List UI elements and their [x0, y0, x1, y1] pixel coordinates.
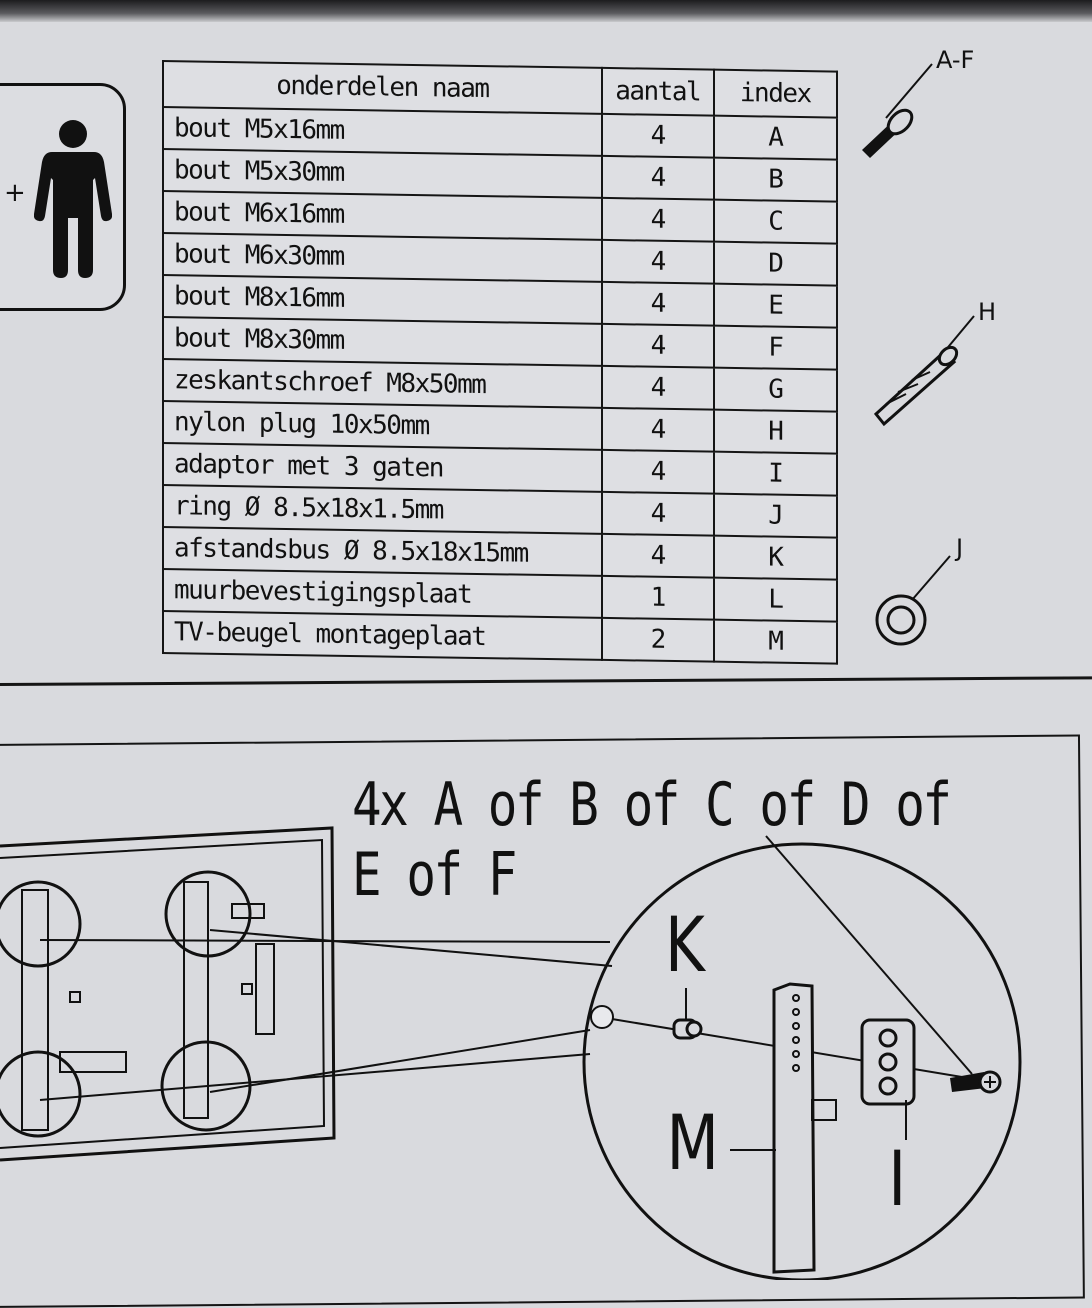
wall-plug-icon [873, 315, 975, 427]
assembly-step-title: 4x A of B of C of D of E of F [352, 770, 952, 910]
detail-magnifier-circle [582, 842, 1022, 1280]
bolt-icon [950, 1070, 1002, 1094]
person-icon [34, 120, 112, 278]
label-k: K [664, 900, 705, 989]
callout-label-af: A-F [936, 46, 975, 74]
illustration-layer [0, 63, 1022, 1280]
spacer-icon [672, 988, 703, 1040]
tv-bracket-icon [730, 982, 837, 1274]
label-i: I [888, 1134, 907, 1223]
photo-edge-shadow [0, 0, 1092, 22]
label-m: M [666, 1098, 720, 1187]
bolt-icon [862, 63, 933, 158]
adaptor-plate-icon [860, 1018, 916, 1140]
callout-label-h: H [978, 298, 997, 326]
plus-sign: + [4, 178, 26, 208]
tv-back-panel [0, 826, 336, 1162]
washer-ring-icon [875, 555, 951, 646]
callout-label-j: J [956, 534, 964, 562]
